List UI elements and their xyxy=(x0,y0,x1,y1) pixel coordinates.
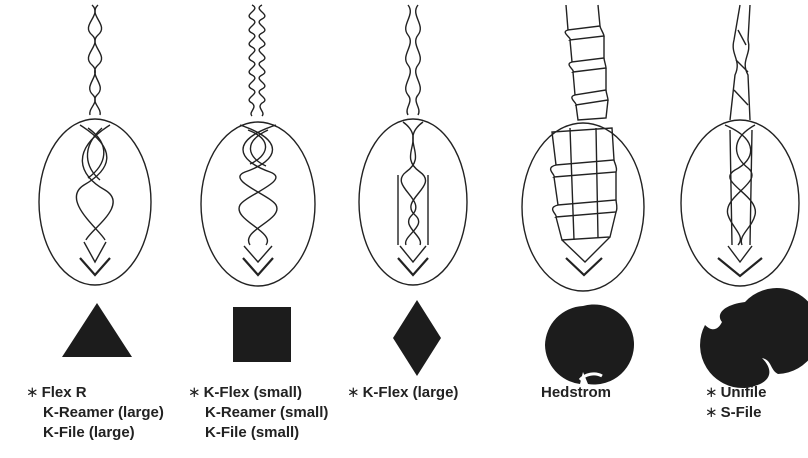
instrument-square xyxy=(201,5,315,286)
asterisk-icon: ∗ xyxy=(705,384,718,401)
label-line: ∗S-File xyxy=(705,403,766,423)
shaft-twist-upper xyxy=(406,5,411,115)
label-line: K-Reamer (small) xyxy=(188,403,328,423)
label-line: K-Reamer (large) xyxy=(26,403,164,423)
instrument-unifile xyxy=(681,5,799,286)
shaft-cones-upper xyxy=(566,5,600,30)
shaft-twist-upper xyxy=(249,5,255,116)
label-group-hedstrom: Hedstrom xyxy=(541,383,611,403)
instrument-hedstrom xyxy=(522,5,644,291)
cross-section-circle-notch xyxy=(545,304,634,384)
label-group-square: ∗K-Flex (small) K-Reamer (small) K-File … xyxy=(188,383,328,443)
instrument-rhombus xyxy=(359,5,467,285)
label-line: ∗Unifile xyxy=(705,383,766,403)
magnified-oval xyxy=(522,123,644,291)
asterisk-icon: ∗ xyxy=(26,384,39,401)
asterisk-icon: ∗ xyxy=(705,404,718,421)
cross-section-triangle xyxy=(62,303,132,357)
cross-section-square xyxy=(233,307,291,362)
label-group-triangle: ∗Flex R K-Reamer (large) K-File (large) xyxy=(26,383,164,443)
direction-chevron xyxy=(398,258,428,275)
instrument-triangle xyxy=(39,5,151,285)
label-line: K-File (large) xyxy=(26,423,164,443)
cross-section-circle-two-notches xyxy=(700,288,808,388)
direction-chevron xyxy=(718,258,762,276)
magnified-oval xyxy=(39,119,151,285)
asterisk-icon: ∗ xyxy=(347,384,360,401)
cross-section-rhombus xyxy=(393,300,441,376)
label-line: Hedstrom xyxy=(541,383,611,403)
label-group-unifile: ∗Unifile ∗S-File xyxy=(705,383,766,423)
label-line: K-File (small) xyxy=(188,423,328,443)
label-line: ∗K-Flex (large) xyxy=(347,383,458,403)
asterisk-icon: ∗ xyxy=(188,384,201,401)
direction-chevron xyxy=(243,258,273,275)
label-group-rhombus: ∗K-Flex (large) xyxy=(347,383,458,403)
label-line: ∗K-Flex (small) xyxy=(188,383,328,403)
label-line: ∗Flex R xyxy=(26,383,164,403)
